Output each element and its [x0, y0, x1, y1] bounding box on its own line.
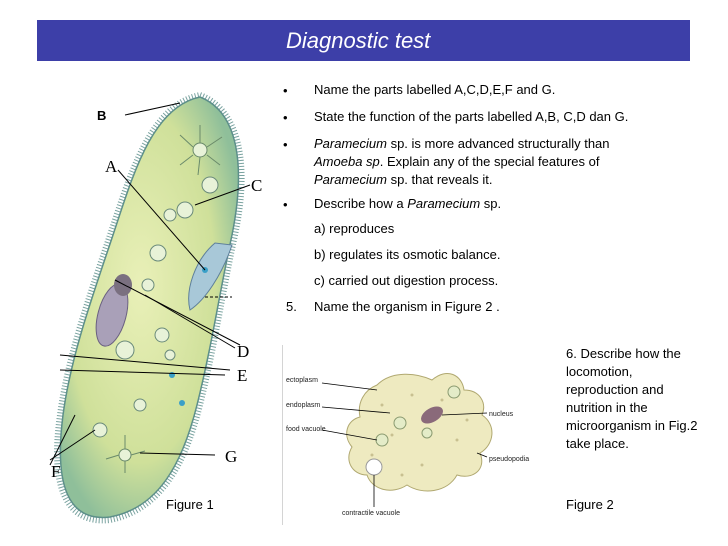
italic-term: Paramecium — [407, 196, 481, 211]
label-e: E — [237, 366, 248, 385]
italic-term: Amoeba sp — [314, 154, 380, 169]
question-text: sp. is more advanced structurally than — [386, 136, 610, 151]
label-d: D — [237, 342, 250, 361]
question-2: State the function of the parts labelled… — [314, 109, 629, 124]
contractile-vacuole — [365, 458, 383, 476]
label-c: C — [251, 176, 263, 195]
question-5: Name the organism in Figure 2 . — [314, 299, 500, 314]
label-endoplasm: endoplasm — [286, 402, 320, 409]
question-text: . Explain any of the special features of — [379, 154, 600, 169]
question-1: Name the parts labelled A,C,D,E,F and G. — [314, 82, 556, 97]
label-food-vacuole: food vacuole — [286, 426, 326, 433]
oral-groove — [188, 242, 233, 311]
sub-question-b: b) regulates its osmotic balance. — [314, 247, 501, 262]
leader-lines — [321, 382, 488, 507]
bullet-icon: • — [283, 197, 288, 212]
question-4: Describe how a Paramecium sp. — [314, 195, 501, 213]
amoeba-body — [346, 372, 493, 492]
bullet-icon: • — [283, 137, 288, 152]
cilia — [54, 91, 245, 524]
title-bar — [37, 20, 690, 61]
sub-question-a: a) reproduces — [314, 221, 395, 236]
contractile-vacuole-bottom — [105, 435, 146, 473]
figure-2-caption: Figure 2 — [566, 497, 614, 512]
food-vacuole-2 — [393, 416, 407, 430]
question-text: sp. that reveals it. — [386, 172, 493, 187]
contractile-vacuole-top — [179, 125, 223, 176]
question-5-number: 5. — [286, 299, 297, 314]
food-vacuole-3 — [375, 433, 389, 447]
figure-1-caption: Figure 1 — [166, 497, 214, 512]
label-nucleus: nucleus — [489, 411, 514, 418]
micronucleus — [114, 274, 132, 296]
label-point-e — [179, 400, 185, 406]
question-3: Paramecium sp. is more advanced structur… — [314, 135, 684, 189]
label-contractile-vacuole: contractile vacuole — [342, 510, 400, 517]
bullet-icon: • — [283, 110, 288, 125]
label-f: F — [51, 462, 61, 481]
bullet-icon: • — [283, 83, 288, 98]
label-b: B — [97, 108, 107, 123]
page-title: Diagnostic test — [286, 28, 431, 53]
paramecium-body — [59, 96, 240, 519]
label-a: A — [105, 157, 118, 176]
food-vacuole-1 — [447, 385, 461, 399]
sub-question-c: c) carried out digestion process. — [314, 273, 499, 288]
italic-term: Paramecium — [314, 172, 387, 187]
label-ectoplasm: ectoplasm — [286, 377, 318, 384]
label-g: G — [225, 447, 238, 466]
figure-1-paramecium — [49, 91, 251, 524]
question-6: 6. Describe how the locomotion, reproduc… — [566, 346, 698, 451]
food-vacuoles — [92, 176, 219, 438]
label-pseudopodia: pseudopodia — [489, 456, 529, 463]
leader-lines — [49, 102, 251, 466]
question-text: Describe how a — [314, 196, 408, 211]
cytoplasm-granules — [370, 393, 469, 477]
nucleus — [421, 406, 443, 424]
figure-2-amoeba: ectoplasm endoplasm food vacuole nucleus… — [282, 345, 529, 525]
italic-term: Paramecium — [314, 136, 387, 151]
food-vacuole-4 — [421, 427, 433, 439]
question-text: sp. — [480, 196, 502, 211]
